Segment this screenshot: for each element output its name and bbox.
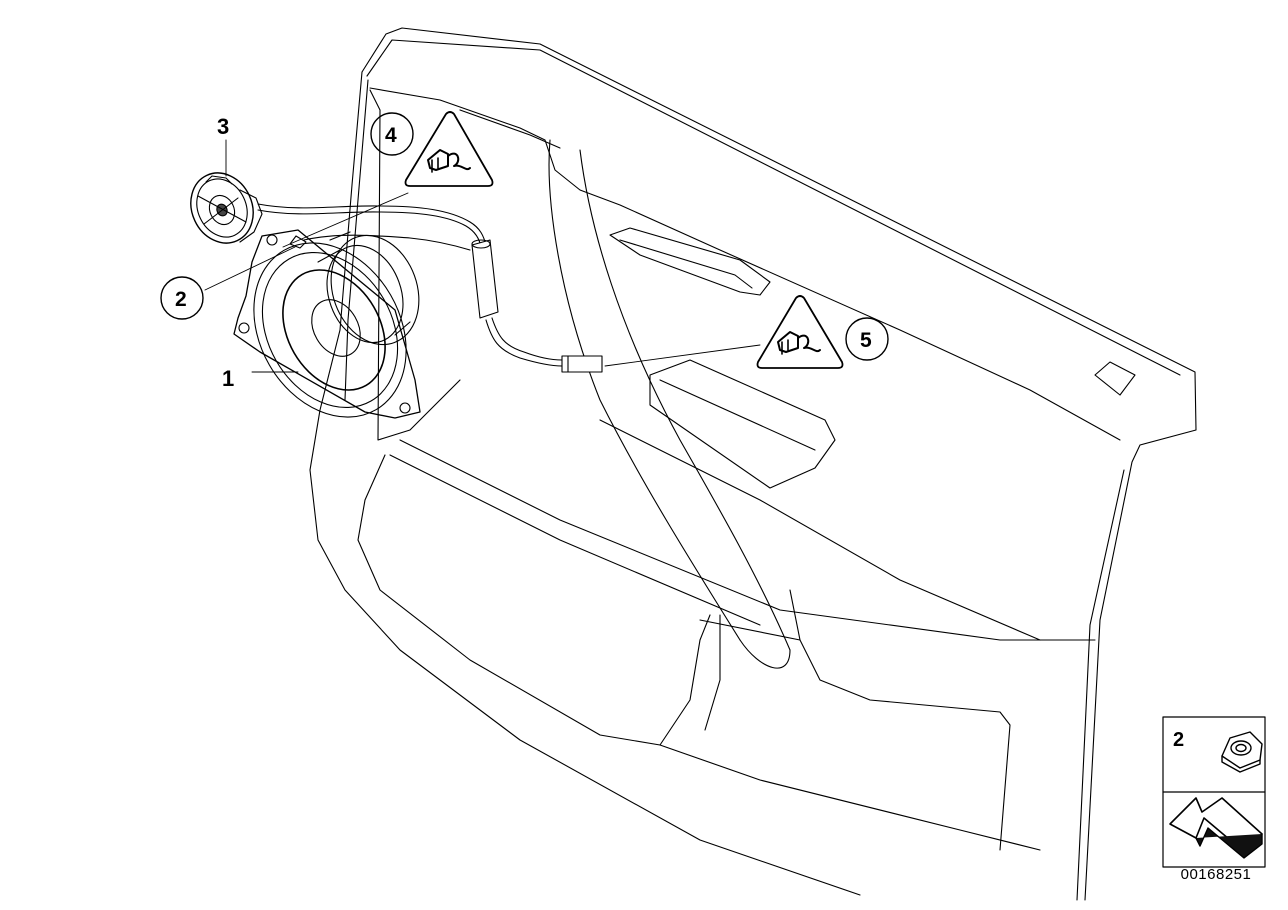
callout-label-1: 1 <box>222 366 234 391</box>
connector-warning-triangle-icon <box>756 295 844 369</box>
callout-label-4: 4 <box>385 124 397 147</box>
hex-nut-icon <box>1221 731 1263 773</box>
legend-box <box>1162 716 1266 868</box>
cable-harness <box>257 203 603 373</box>
legend-item-number: 2 <box>1173 729 1184 751</box>
leader-lines <box>204 139 761 373</box>
midrange-speaker <box>233 229 421 419</box>
door-panel <box>309 27 1197 901</box>
callout-circle-2 <box>160 276 204 320</box>
callout-circle-5 <box>845 317 889 361</box>
figure-id: 00168251 <box>1180 866 1252 883</box>
direction-arrow-icon <box>1169 797 1263 859</box>
callout-label-3: 3 <box>217 114 229 139</box>
callout-label-5: 5 <box>860 329 872 352</box>
connector-warning-triangle-icon <box>404 111 494 187</box>
callout-label-2: 2 <box>175 288 187 311</box>
callout-circle-4 <box>370 112 414 156</box>
tweeter <box>190 172 263 244</box>
